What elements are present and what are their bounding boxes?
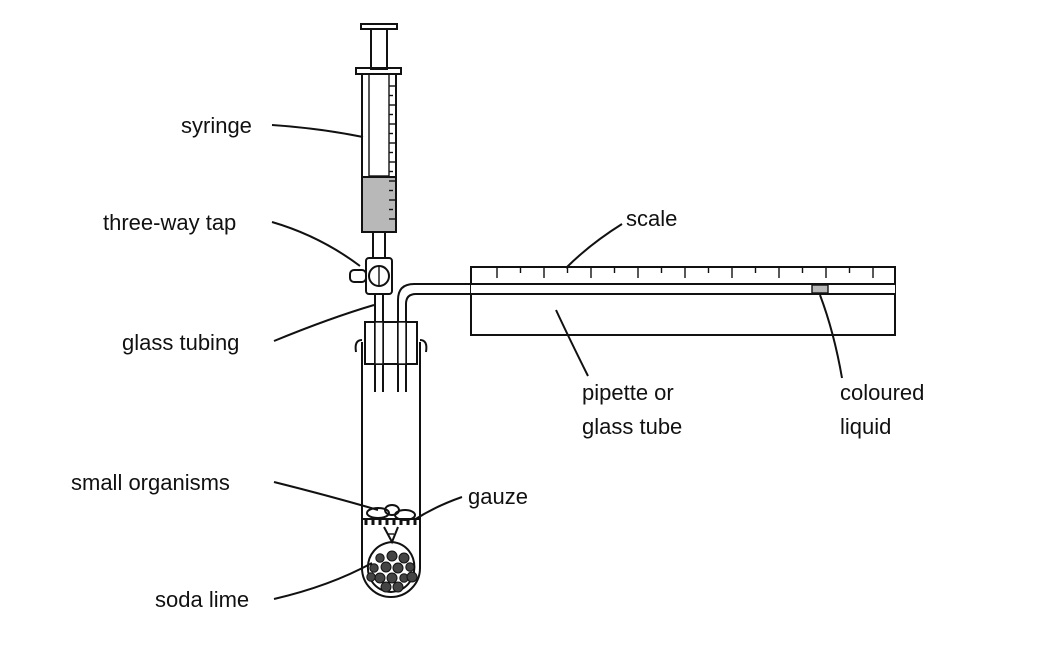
pipette-leader: [555, 309, 589, 377]
rubber-bung: [364, 321, 418, 365]
glass-tubing: [374, 283, 895, 392]
leader-lines: [271, 124, 843, 600]
plunger-rod: [370, 28, 388, 70]
tap-leader: [271, 221, 361, 267]
scale-board: [470, 266, 896, 336]
coloured-liquid-leader: [819, 294, 843, 379]
coloured-liquid-drop: [811, 284, 829, 294]
label-scale: scale: [626, 206, 677, 231]
label-pipette-line1: pipette or: [582, 380, 674, 405]
soda-lime-leader: [273, 562, 373, 600]
label-gauze: gauze: [468, 484, 528, 509]
test-tube: [354, 321, 428, 598]
label-soda-lime: soda lime: [155, 587, 249, 612]
syringe-graduations: [389, 85, 396, 220]
scale: [470, 266, 896, 336]
label-three-way-tap: three-way tap: [103, 210, 236, 235]
pipette: [471, 283, 895, 295]
scale-ticks: [496, 267, 874, 278]
label-pipette-line2: glass tube: [582, 414, 682, 439]
tap-handle: [349, 269, 367, 283]
syringe-leader: [271, 124, 364, 138]
syringe-liquid: [363, 177, 395, 231]
label-coloured-line2: liquid: [840, 414, 891, 439]
syringe-nozzle: [372, 231, 386, 259]
tube-wall: [361, 342, 421, 598]
syringe: [355, 23, 402, 259]
soda-lime: [366, 526, 418, 594]
label-glass-tubing: glass tubing: [122, 330, 239, 355]
small-organisms: [366, 504, 416, 521]
organisms-leader: [273, 481, 379, 511]
soda-lime-bag: [367, 540, 416, 594]
label-coloured-line1: coloured: [840, 380, 924, 405]
gauze-leader: [413, 496, 463, 521]
scale-leader: [565, 223, 623, 269]
label-small-organisms: small organisms: [71, 470, 230, 495]
label-syringe: syringe: [181, 113, 252, 138]
three-way-tap: [349, 257, 393, 295]
glass-tubing-leader: [273, 304, 375, 342]
plunger-inner: [368, 73, 390, 177]
